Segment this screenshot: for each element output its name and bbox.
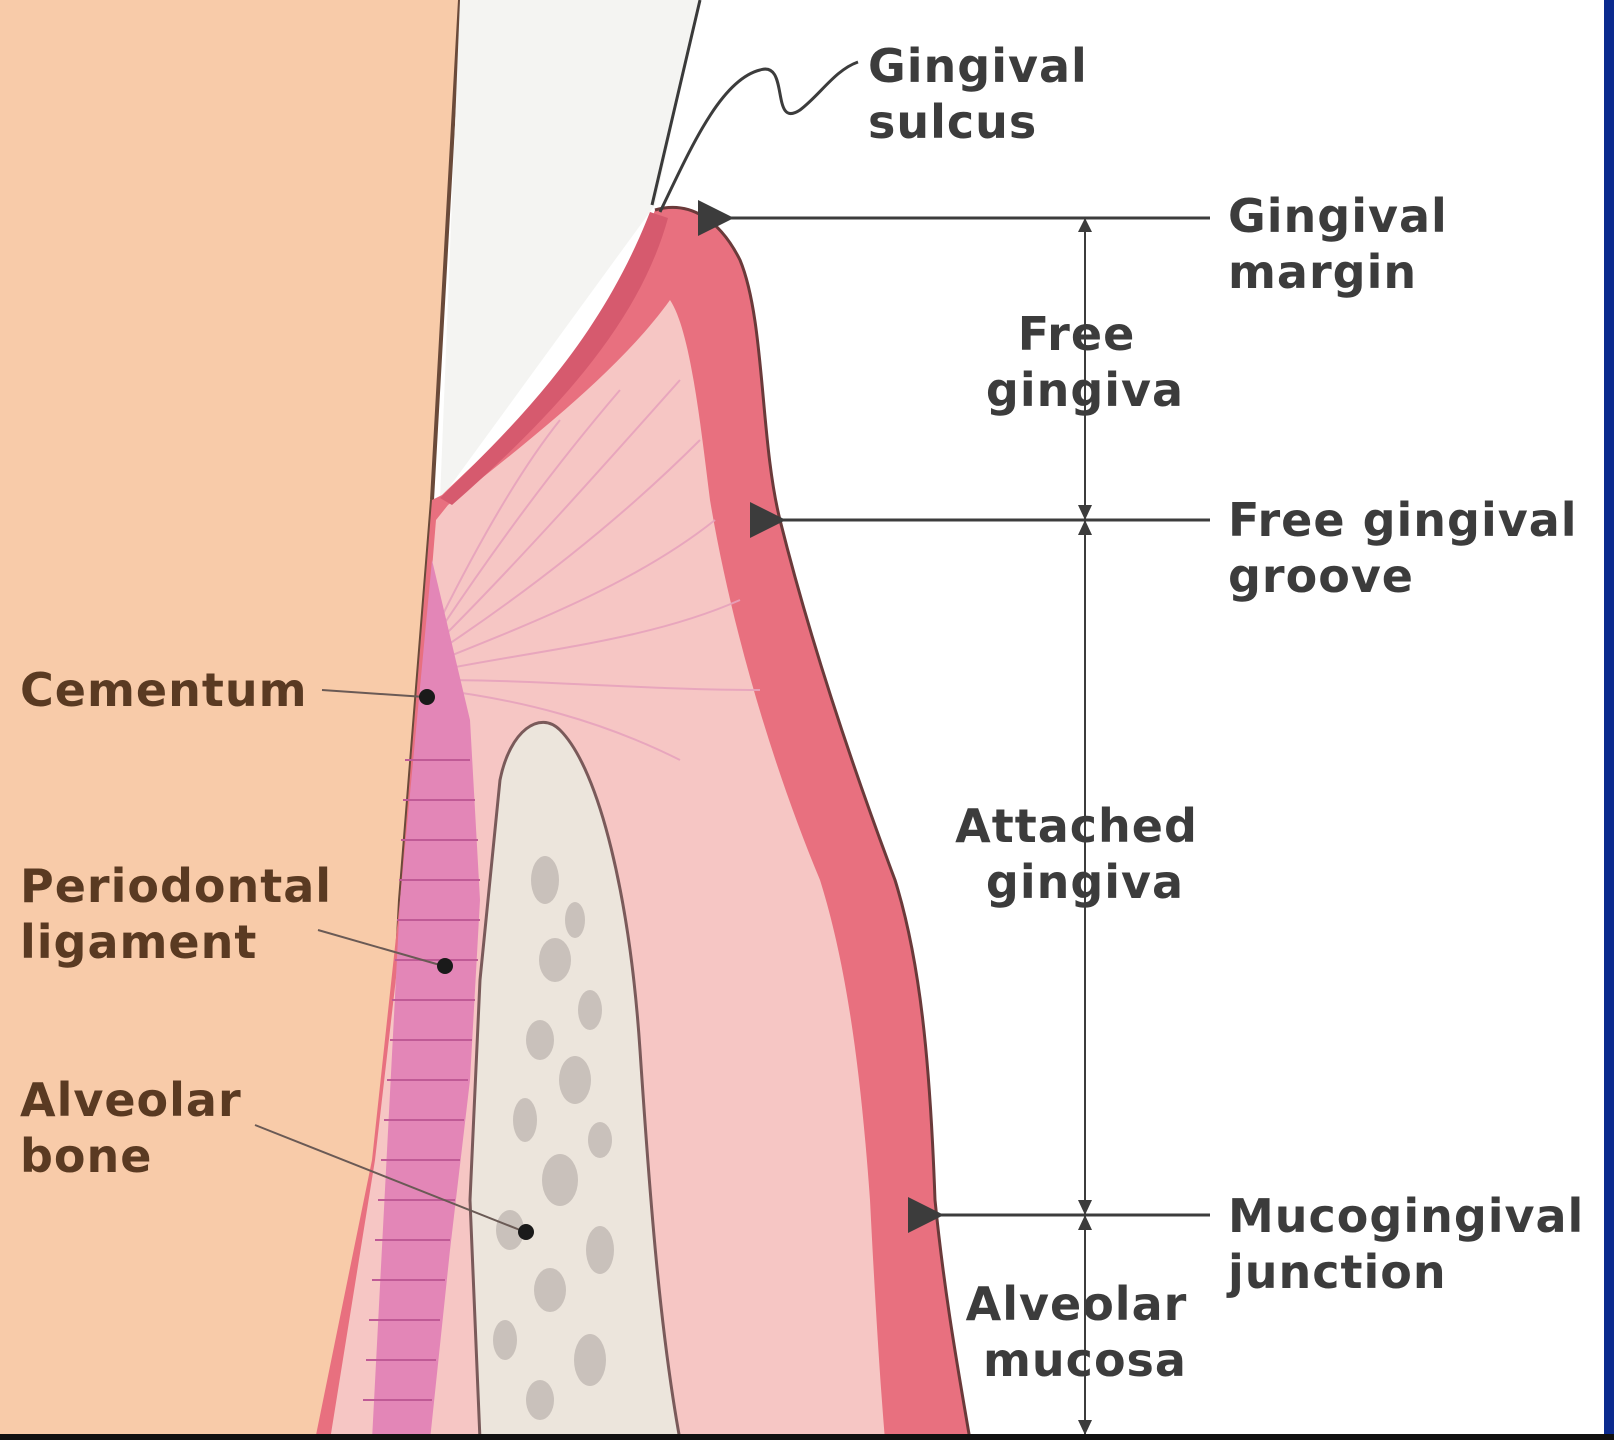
free-gingival-groove-line2: groove: [1228, 549, 1414, 603]
periodontal-ligament-line1: Periodontal: [20, 859, 332, 913]
alveolar-bone-dot: [518, 1224, 534, 1240]
cementum-label: Cementum: [20, 663, 308, 717]
bottom-frame-edge: [0, 1434, 1614, 1440]
mucogingival-junction-line1: Mucogingival: [1228, 1189, 1584, 1243]
periodontal-ligament-dot: [437, 958, 453, 974]
attached-gingiva-line2: gingiva: [986, 855, 1184, 909]
gingival-sulcus-line2: sulcus: [868, 95, 1037, 149]
mucogingival-junction-label: Mucogingival junction: [1226, 1189, 1601, 1299]
gingival-margin-label: Gingival margin: [1228, 189, 1465, 299]
gingival-margin-line1: Gingival: [1228, 189, 1448, 243]
alveolar-bone-line2: bone: [20, 1129, 152, 1183]
free-gingiva-line2: gingiva: [986, 363, 1184, 417]
alveolar-mucosa-line2: mucosa: [983, 1333, 1187, 1387]
mucogingival-junction-line2: junction: [1226, 1245, 1447, 1299]
gingival-margin-line2: margin: [1228, 245, 1417, 299]
free-gingival-groove-line1: Free gingival: [1228, 493, 1578, 547]
gingival-sulcus-label: Gingival sulcus: [868, 39, 1105, 149]
attached-gingiva-line1: Attached: [955, 799, 1198, 853]
gingival-sulcus-leader: [660, 62, 858, 212]
alveolar-bone-line1: Alveolar: [20, 1073, 242, 1127]
free-gingival-groove-label: Free gingival groove: [1228, 493, 1595, 603]
alveolar-mucosa-line1: Alveolar: [966, 1277, 1188, 1331]
gingival-sulcus-line1: Gingival: [868, 39, 1088, 93]
free-gingiva-line1: Free: [1018, 307, 1136, 361]
cementum-dot: [419, 689, 435, 705]
periodontal-ligament-line2: ligament: [20, 915, 257, 969]
right-frame-edge: [1604, 0, 1614, 1440]
